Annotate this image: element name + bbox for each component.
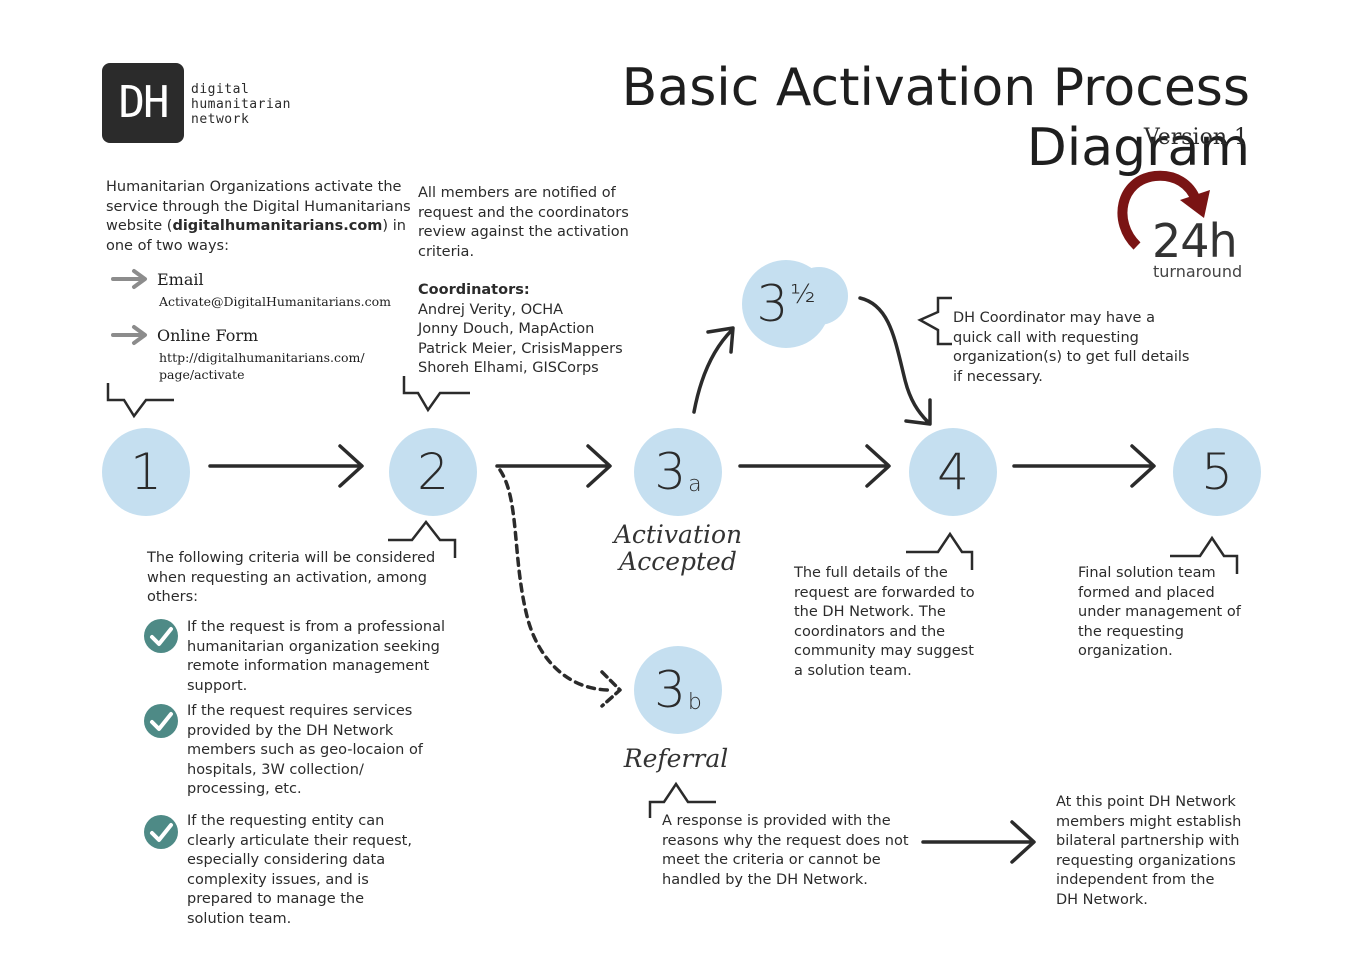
website-link-text: digitalhumanitarians.com xyxy=(172,218,383,234)
coordinators-heading: Coordinators: xyxy=(418,282,530,298)
logo-line-3: network xyxy=(191,112,250,127)
callout-tick-2 xyxy=(402,376,470,413)
arrow-3a-to-4 xyxy=(738,444,891,488)
arrow-3half-to-4 xyxy=(858,296,932,426)
coordinator-name: Jonny Douch, MapAction xyxy=(418,321,595,337)
coordinator-name: Patrick Meier, CrisisMappers xyxy=(418,340,623,357)
coordinator-name: Andrej Verity, OCHA xyxy=(418,301,564,318)
callout-brace-3half xyxy=(917,296,952,346)
turnaround-label: turnaround xyxy=(1153,262,1243,281)
way-email-detail: Activate@DigitalHumanitarians.com xyxy=(159,294,392,309)
step-3half-sub: ½ xyxy=(790,280,816,310)
check-icon-2 xyxy=(144,704,178,738)
criteria-item-2: If the request requires services provide… xyxy=(187,703,423,797)
activation-accepted-label: Activation Accepted xyxy=(613,520,743,576)
criteria-item-1: If the request is from a professional hu… xyxy=(187,619,446,694)
step-3b-sub: b xyxy=(687,689,702,715)
step1-line-1: Humanitarian Organizations activate the xyxy=(106,179,402,195)
criteria-intro: The following criteria will be considere… xyxy=(147,550,436,605)
step2-line-3: review against the activation xyxy=(418,224,629,240)
turnaround-arc-icon xyxy=(1117,170,1201,250)
way-email-label: Email xyxy=(157,270,204,289)
dashed-arrow-2-to-3b xyxy=(498,468,612,692)
arrow-4-to-5 xyxy=(1012,444,1156,488)
referral-description: A response is provided with the reasons … xyxy=(662,813,909,888)
step-5-number: 5 xyxy=(1201,443,1233,501)
step1-line-3: website (digitalhumanitarians.com) in xyxy=(106,218,406,234)
step-3a-sub: a xyxy=(688,471,702,497)
step-1-circle: 1 xyxy=(102,428,190,516)
gray-arrow-form xyxy=(111,325,147,345)
coordinator-name: Shoreh Elhami, GISCorps xyxy=(418,360,599,376)
way-form-detail-1: http://digitalhumanitarians.com/ xyxy=(159,350,365,365)
step2-line-2: request and the coordinators xyxy=(418,204,629,221)
dh-logo-wordmark: digital humanitarian network xyxy=(191,82,291,127)
step1-line-4: one of two ways: xyxy=(106,237,229,254)
step3half-description: DH Coordinator may have a quick call wit… xyxy=(953,310,1190,385)
gray-arrow-email xyxy=(111,269,147,289)
dashed-arrowhead-3b xyxy=(600,670,622,708)
callout-tick-referral xyxy=(648,781,716,818)
way-form-label: Online Form xyxy=(157,326,259,345)
step-3b-number: 3 xyxy=(654,661,686,719)
step-4-number: 4 xyxy=(937,443,969,501)
bilateral-description: At this point DH Network members might e… xyxy=(1056,794,1242,908)
step1-description: Humanitarian Organizations activate the … xyxy=(106,178,416,256)
callout-tick-4 xyxy=(906,531,974,570)
arrow-3a-to-3half xyxy=(692,326,735,414)
version-label: Version 1 xyxy=(1143,125,1248,150)
step-4-circle: 4 xyxy=(909,428,997,516)
way-form-detail-2: page/activate xyxy=(159,367,245,382)
page-title: Basic Activation Process Diagram xyxy=(621,58,1250,178)
logo-line-2: humanitarian xyxy=(191,97,291,112)
criteria-item-3: If the requesting entity can clearly art… xyxy=(187,813,412,927)
dh-logo-mark: DH xyxy=(102,63,184,143)
step2-line-4: criteria. xyxy=(418,243,475,260)
coordinators-block: Coordinators: Andrej Verity, OCHA Jonny … xyxy=(418,281,658,379)
check-icon-3 xyxy=(144,815,178,849)
check-icon-1 xyxy=(144,619,178,653)
callout-tick-5 xyxy=(1170,535,1239,574)
step-1-number: 1 xyxy=(130,443,162,501)
step-2-number: 2 xyxy=(417,443,449,501)
step-5-circle: 5 xyxy=(1173,428,1261,516)
step2-line-1: All members are notified of xyxy=(418,185,616,201)
callout-tick-criteria xyxy=(388,519,457,558)
arrow-1-to-2 xyxy=(208,444,364,488)
step5-description: Final solution team formed and placed un… xyxy=(1078,565,1241,659)
step-3a-number: 3 xyxy=(654,443,687,501)
turnaround-arrowhead-icon xyxy=(1180,190,1210,218)
step2-description: All members are notified of request and … xyxy=(418,184,648,262)
callout-tick-1 xyxy=(106,383,174,419)
arrow-referral-to-bilateral xyxy=(921,820,1036,864)
arrow-2-to-3a xyxy=(495,444,612,488)
step-2-circle: 2 xyxy=(389,428,477,516)
step-3half-number: 3 xyxy=(756,275,789,333)
turnaround-value: 24h xyxy=(1152,214,1238,268)
step1-line-2: service through the Digital Humanitarian… xyxy=(106,198,411,215)
step4-description: The full details of the request are forw… xyxy=(794,565,975,679)
logo-line-1: digital xyxy=(191,82,250,97)
referral-label: Referral xyxy=(623,744,729,773)
